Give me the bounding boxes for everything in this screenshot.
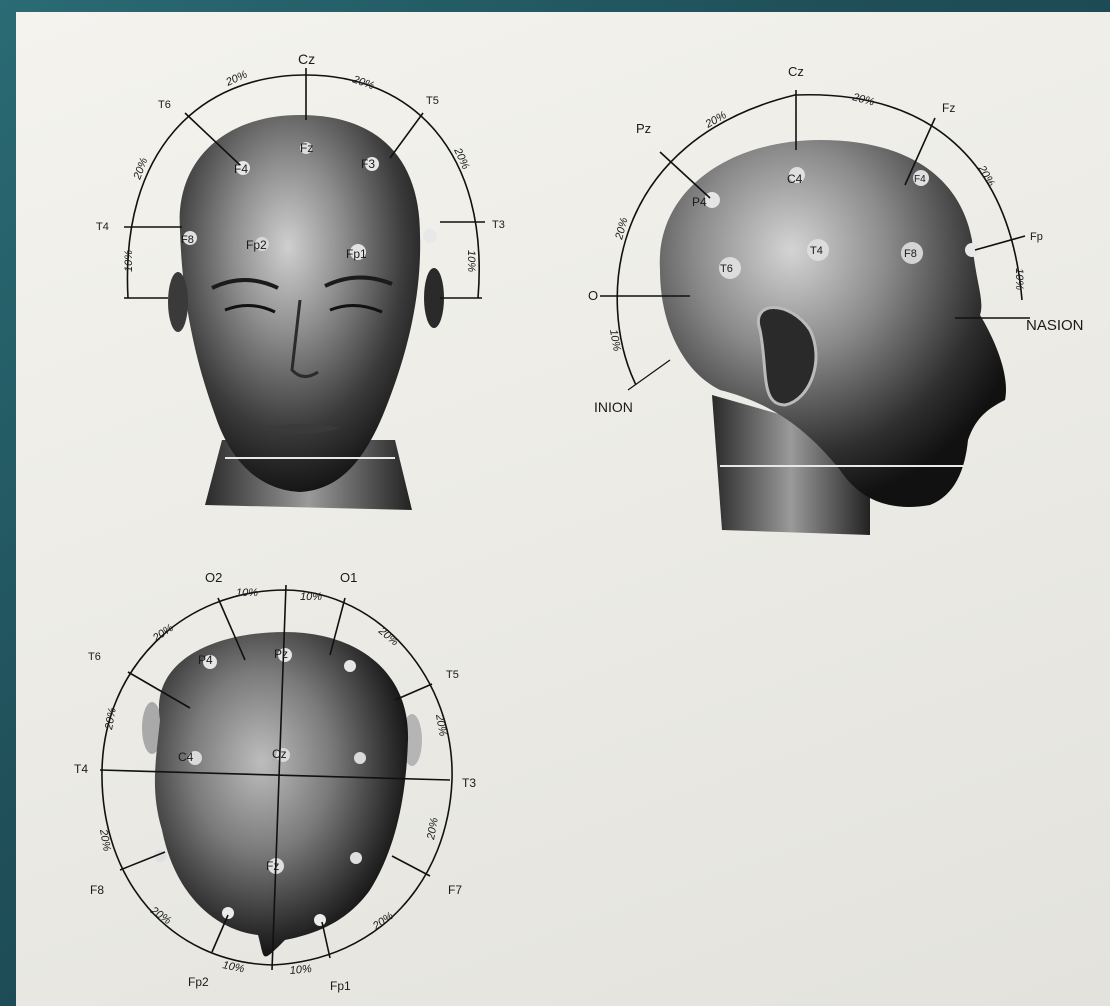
front-pct-side-left: 10% [123,250,135,272]
top-label-f8: F8 [90,883,104,897]
top-label-t6: T6 [88,651,101,663]
side-lead-inion [628,360,670,390]
top-pct-top-l: 10% [236,587,258,599]
side-label-t6: T6 [720,263,733,275]
top-electrode-fp2-dot [222,907,234,919]
side-label-p4: P4 [692,195,707,209]
front-label-t4: T4 [96,221,109,233]
top-label-pz: Pz [274,647,288,661]
top-label-p4: P4 [198,653,213,667]
side-label-c4: C4 [787,172,803,186]
side-label-nasion: NASION [1026,317,1084,334]
front-label-t5: T5 [426,95,439,107]
top-pct-lmr: 20% [425,817,441,842]
top-electrode-f3 [350,852,362,864]
side-label-o: O [588,288,598,303]
side-pct-1: 20% [703,109,729,131]
top-label-o2: O2 [205,570,222,585]
top-label-f7: F7 [448,883,462,897]
top-label-t3: T3 [462,776,476,790]
side-pct-2: 20% [850,91,876,109]
top-electrode-c3 [354,752,366,764]
top-label-fz: Fz [266,859,279,873]
front-ear-left [168,272,188,332]
top-tick-f7 [392,856,430,876]
front-pct-side-right: 10% [465,250,477,272]
top-tick-t5 [395,684,432,700]
side-pct-4: 20% [975,163,997,189]
top-label-cz: Cz [272,747,287,761]
top-label-c4: C4 [178,750,194,764]
front-label-t6: T6 [158,99,171,111]
top-label-t5: T5 [446,669,459,681]
top-pct-ml: 20% [103,707,119,732]
top-label-o1: O1 [340,570,357,585]
side-tick-fp [975,236,1025,250]
top-pct-mr: 20% [433,712,449,737]
front-label-f4: F4 [234,162,248,176]
top-pct-ur: 20% [375,624,401,648]
side-label-fz: Fz [942,101,955,115]
front-label-f3: F3 [361,157,375,171]
side-view: Cz Pz Fz Fp O NASION INION C4 P4 F4 T6 T… [588,64,1084,535]
top-head [155,632,408,956]
front-tick-t5 [390,113,423,158]
top-label-fp1: Fp1 [330,979,351,993]
side-tick-pz [660,152,710,198]
front-view: Cz T6 T5 T4 T3 Fz F4 F3 F8 Fp2 Fp1 20% 2… [96,51,505,510]
top-pct-bl: 20% [147,904,173,927]
top-pct-lml: 20% [97,827,113,852]
top-pct-ul: 20% [150,622,176,645]
side-pct-bottom-back: 10% [607,328,623,352]
front-label-f8: F8 [181,234,194,246]
front-label-fp2: Fp2 [246,238,267,252]
side-label-pz: Pz [636,121,651,136]
side-label-cz: Cz [788,64,804,79]
top-view: O2 O1 T6 T5 T4 T3 F8 F7 Fp2 Fp1 P4 Pz C4… [74,570,476,993]
top-pct-br: 20% [370,910,396,933]
front-label-cz: Cz [298,51,315,67]
side-pct-bottom-front: 10% [1013,268,1025,290]
front-label-fp1: Fp1 [346,247,367,261]
top-label-fp2: Fp2 [188,975,209,989]
top-electrode-fp1-dot [314,914,326,926]
front-pct-top-right: 20% [350,73,376,92]
side-label-f4: F4 [914,174,926,185]
side-label-inion: INION [594,399,633,415]
top-label-t4: T4 [74,762,88,776]
side-label-fp: Fp [1030,231,1043,243]
top-tick-fp1 [322,922,330,958]
front-label-fz: Fz [300,141,313,155]
top-pct-bot-r: 10% [289,963,312,977]
side-label-t4: T4 [810,245,823,257]
side-pct-3: 20% [613,216,631,242]
front-pct-top-left: 20% [223,68,249,89]
side-label-f8: F8 [904,248,917,260]
front-pct-upper-left: 20% [131,156,150,182]
front-label-t3: T3 [492,219,505,231]
top-electrode-p3 [344,660,356,672]
front-electrode-f7 [423,229,437,243]
top-pct-top-r: 10% [300,591,322,603]
